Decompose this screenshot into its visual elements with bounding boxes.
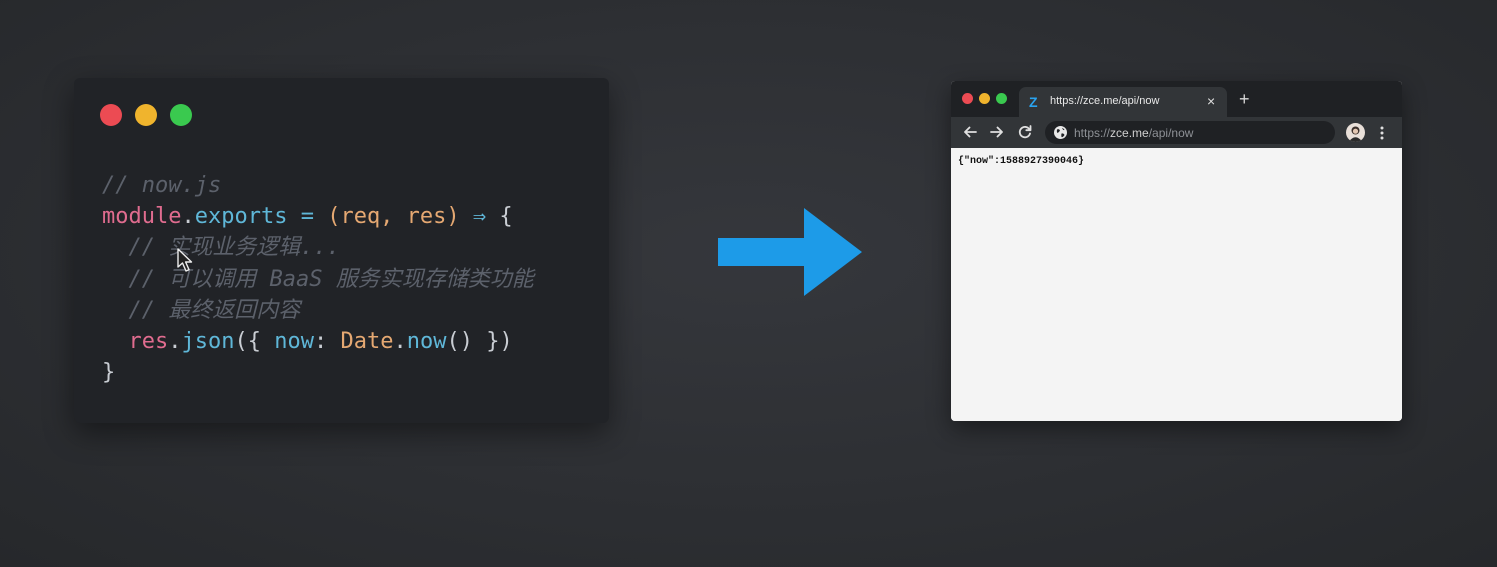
right-arrow-icon bbox=[718, 208, 862, 296]
code-line-comment-business-logic: // 实现业务逻辑... bbox=[128, 235, 340, 261]
zoom-window-button[interactable] bbox=[170, 104, 192, 126]
profile-person-icon bbox=[1348, 126, 1363, 142]
code-line-comment-filename: // now.js bbox=[102, 173, 222, 198]
code-block[interactable]: // now.js module.exports = (req, res) ⇒ … bbox=[102, 170, 534, 388]
browser-zoom-button[interactable] bbox=[996, 93, 1007, 104]
site-favicon-icon: Z bbox=[1029, 94, 1038, 110]
window-controls bbox=[100, 104, 192, 126]
profile-avatar[interactable] bbox=[1346, 123, 1365, 142]
globe-icon bbox=[1054, 126, 1067, 139]
code-line-closing-brace: } bbox=[102, 360, 116, 386]
minimize-window-button[interactable] bbox=[135, 104, 157, 126]
reload-icon[interactable] bbox=[1016, 123, 1034, 141]
code-line-comment-baas: // 可以调用 BaaS 服务实现存储类功能 bbox=[128, 266, 534, 292]
tab-active[interactable]: Z https://zce.me/api/now × bbox=[1019, 87, 1227, 117]
json-response-text: {"now":1588927390046} bbox=[958, 156, 1085, 167]
tab-bar: Z https://zce.me/api/now × + bbox=[951, 81, 1402, 117]
code-line-module-exports: module.exports = (req, res) ⇒ { bbox=[102, 204, 513, 230]
mouse-pointer-icon bbox=[177, 248, 193, 272]
address-bar[interactable]: https://zce.me/api/now bbox=[1045, 121, 1335, 144]
close-window-button[interactable] bbox=[100, 104, 122, 126]
close-tab-icon[interactable]: × bbox=[1207, 93, 1216, 109]
new-tab-button[interactable]: + bbox=[1239, 89, 1250, 109]
page-content: {"now":1588927390046} bbox=[951, 148, 1402, 421]
code-editor-window: // now.js module.exports = (req, res) ⇒ … bbox=[74, 78, 609, 423]
browser-window-controls bbox=[962, 93, 1007, 104]
browser-close-button[interactable] bbox=[962, 93, 973, 104]
browser-minimize-button[interactable] bbox=[979, 93, 990, 104]
forward-arrow-icon[interactable] bbox=[988, 123, 1006, 141]
url-text: https://zce.me/api/now bbox=[1074, 126, 1194, 140]
tab-title: https://zce.me/api/now bbox=[1050, 95, 1160, 107]
back-arrow-icon[interactable] bbox=[961, 123, 979, 141]
more-menu-icon[interactable] bbox=[1379, 125, 1385, 141]
code-line-comment-return: // 最终返回内容 bbox=[128, 297, 301, 323]
code-line-res-json: res.json({ now: Date.now() }) bbox=[128, 329, 513, 355]
browser-toolbar: https://zce.me/api/now bbox=[951, 117, 1402, 148]
browser-window: Z https://zce.me/api/now × + https://zce… bbox=[951, 81, 1402, 421]
